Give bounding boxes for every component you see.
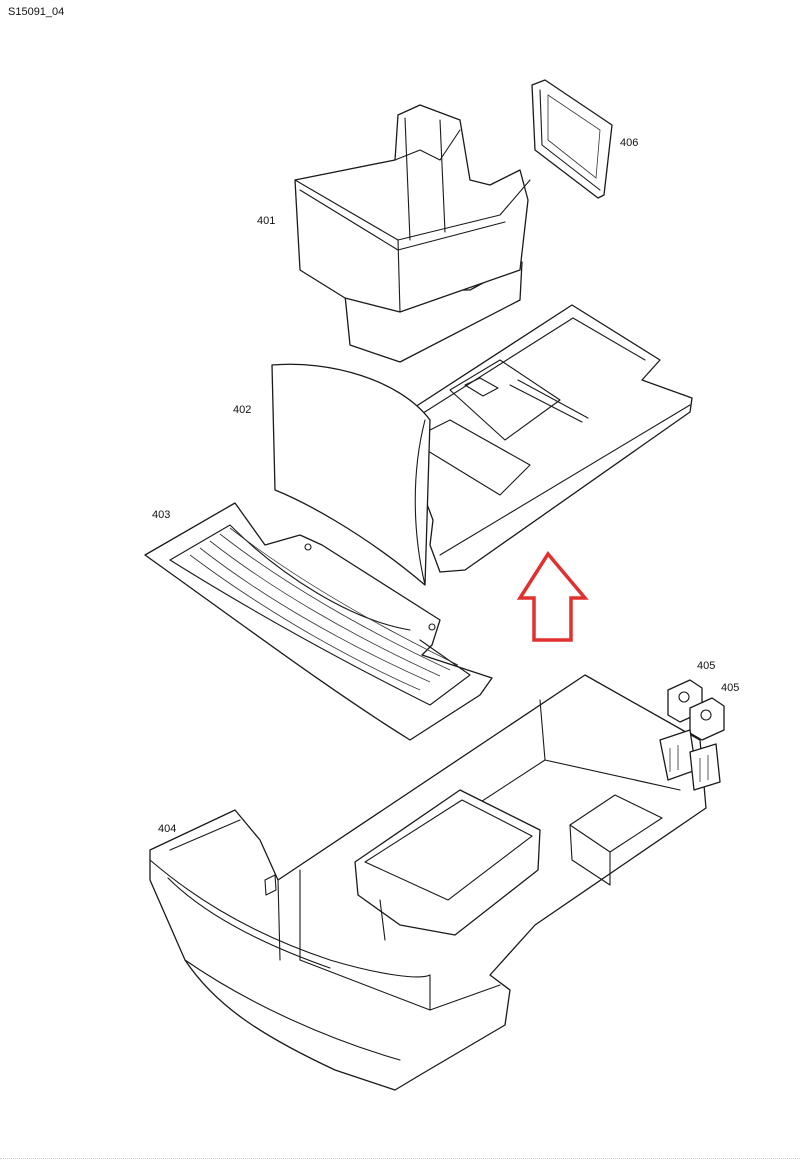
part-405-clips — [659, 679, 725, 791]
callout-404: 404 — [158, 823, 177, 835]
part-403-grille — [144, 502, 493, 741]
callout-402: 402 — [233, 404, 252, 416]
callout-406: 406 — [620, 137, 639, 149]
part-402-tray — [271, 304, 693, 586]
part-406-plate — [531, 79, 613, 199]
document-id: S15091_04 — [8, 6, 65, 18]
part-401-container — [294, 104, 531, 363]
part-404-base — [149, 674, 707, 1091]
arrow-up-outline-icon — [516, 551, 589, 642]
callout-401: 401 — [257, 215, 276, 227]
callout-405-upper: 405 — [697, 660, 716, 672]
bottom-divider — [0, 1158, 800, 1159]
callout-403: 403 — [152, 509, 171, 521]
callout-405-lower: 405 — [721, 682, 740, 694]
